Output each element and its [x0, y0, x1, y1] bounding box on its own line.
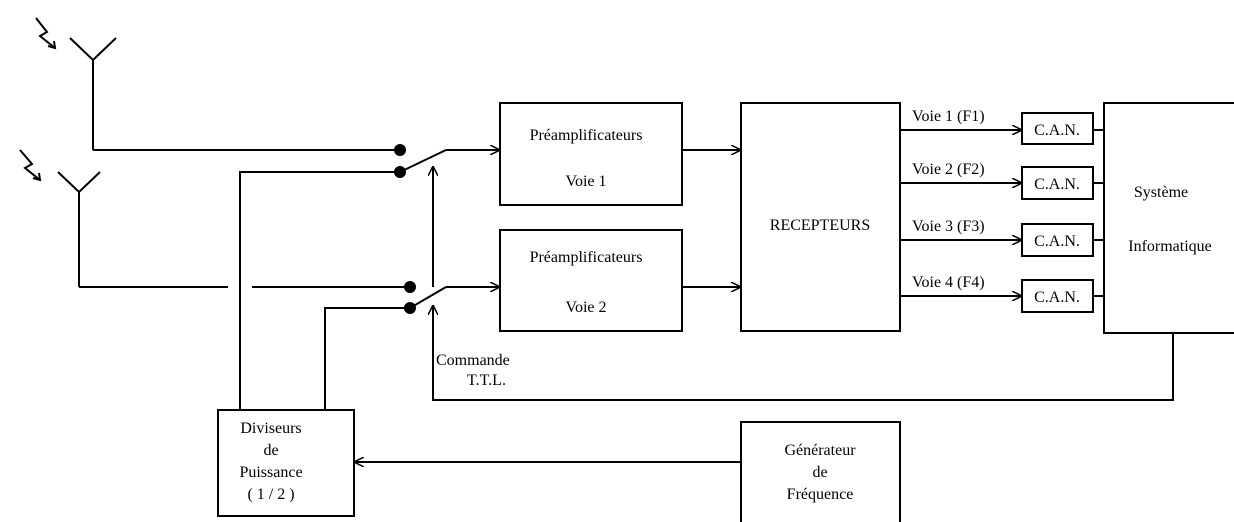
switch-2: [404, 281, 500, 314]
divider-output-1-line: [239, 171, 400, 410]
can-2-label: C.A.N.: [1034, 176, 1080, 193]
signal-arrow-icon-1: [35, 17, 57, 50]
divider-line-4: ( 1 / 2 ): [247, 486, 294, 503]
antenna-2: [57, 171, 101, 287]
generator-line-1: Générateur: [784, 442, 856, 459]
ttl-control-line: [432, 312, 1174, 401]
power-divider-block: Diviseurs de Puissance ( 1 / 2 ): [217, 409, 355, 517]
preamp-voie-1-block: Préamplificateurs Voie 1: [499, 102, 683, 206]
receivers-label: RECEPTEURS: [770, 217, 870, 234]
receivers-block: RECEPTEURS: [740, 102, 901, 332]
channel-1-output: Voie 1 (F1) C.A.N.: [900, 108, 1104, 145]
switch-1: [394, 144, 500, 178]
divider-output-2-line: [324, 307, 410, 410]
computer-line-1: Système: [1134, 184, 1188, 201]
channel-2-output: Voie 2 (F2) C.A.N.: [900, 161, 1104, 200]
computer-system-block: Système Informatique: [1103, 102, 1234, 334]
channel-3-label: Voie 3 (F3): [912, 218, 985, 235]
can-3-label: C.A.N.: [1034, 233, 1080, 250]
channel-4-label: Voie 4 (F4): [912, 274, 985, 291]
preamp-2-title: Préamplificateurs: [530, 249, 643, 266]
can-1-box: [1021, 112, 1094, 145]
channel-4-output: Voie 4 (F4) C.A.N.: [900, 274, 1104, 313]
computer-line-2: Informatique: [1128, 238, 1212, 255]
channel-2-label: Voie 2 (F2): [912, 161, 985, 178]
divider-line-1: Diviseurs: [240, 420, 301, 437]
generator-line-3: Fréquence: [787, 486, 854, 503]
generator-line-2: de: [812, 464, 827, 481]
can-4-label: C.A.N.: [1034, 289, 1080, 306]
channel-3-output: Voie 3 (F3) C.A.N.: [900, 218, 1104, 257]
can-2-box: [1021, 166, 1094, 200]
divider-line-2: de: [263, 442, 278, 459]
signal-arrow-icon-2: [19, 149, 42, 182]
frequency-generator-block: Générateur de Fréquence: [740, 421, 901, 522]
preamp-voie-2-block: Préamplificateurs Voie 2: [499, 229, 683, 332]
can-1-label: C.A.N.: [1034, 122, 1080, 139]
control-label-line-2: T.T.L.: [467, 372, 506, 389]
preamp-1-channel: Voie 1: [565, 173, 606, 190]
preamp-1-title: Préamplificateurs: [530, 127, 643, 144]
control-label-line-1: Commande: [436, 352, 510, 369]
preamp-2-channel: Voie 2: [565, 299, 606, 316]
divider-line-3: Puissance: [239, 464, 302, 481]
channel-1-label: Voie 1 (F1): [912, 108, 985, 125]
antenna-1: [69, 37, 117, 150]
